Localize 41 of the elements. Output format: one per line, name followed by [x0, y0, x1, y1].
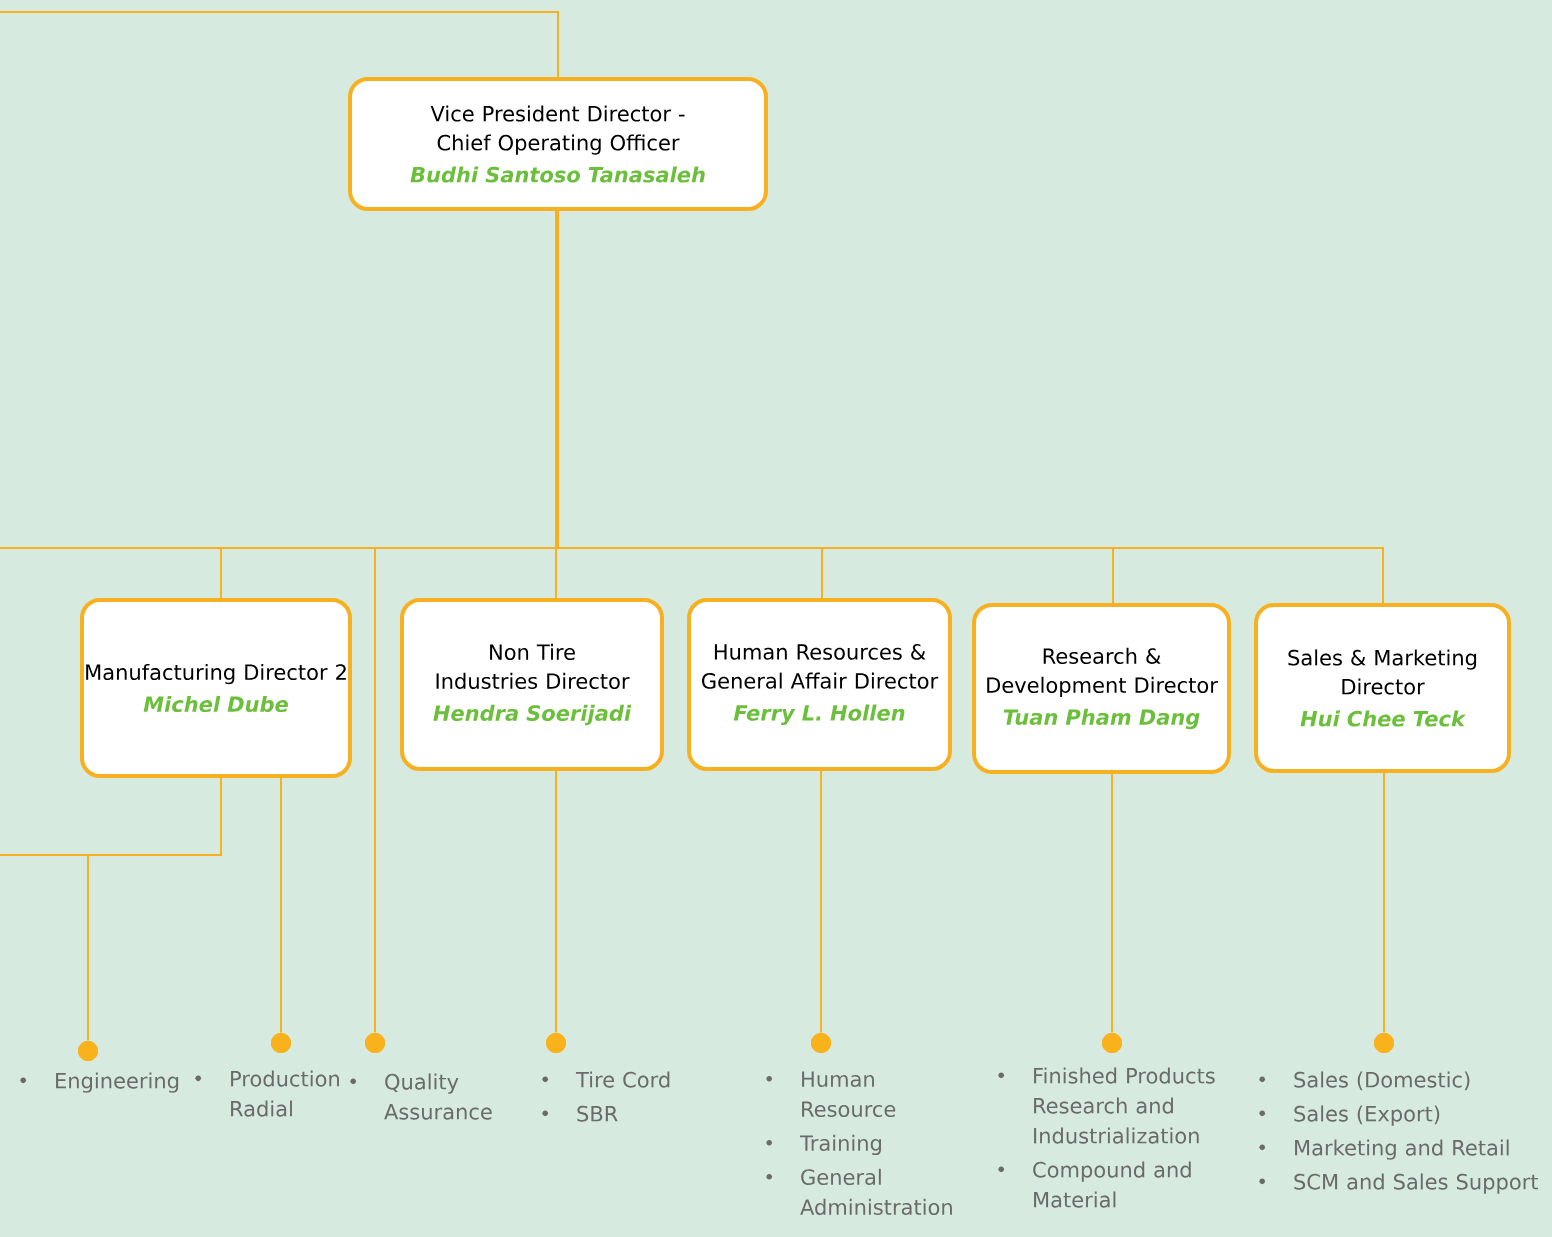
- list-item: Sales (Export): [1259, 1105, 1440, 1126]
- person-name: Tuan Pham Dang: [1003, 708, 1200, 730]
- connector-line: [820, 770, 822, 1034]
- job-title: Research & Development Director: [987, 647, 1218, 698]
- position-box: [1254, 603, 1511, 773]
- list-item: General Administration: [766, 1168, 952, 1215]
- position-box: [348, 77, 768, 211]
- list-item: Tire Cord: [542, 1071, 670, 1088]
- person-name: Hendra Soerijadi: [433, 704, 632, 726]
- connector-line: [555, 210, 1384, 604]
- connector-line: [555, 770, 557, 1034]
- connector-line: [0, 11, 559, 78]
- person-name: Ferry L. Hollen: [733, 704, 905, 726]
- list-item: Marketing and Retail: [1259, 1139, 1509, 1160]
- list-item: Engineering: [20, 1072, 179, 1093]
- list-item: Finished Products Research and Industrialization: [998, 1067, 1215, 1144]
- job-title: Vice President Director - Chief Operating Officer: [430, 105, 685, 155]
- job-title: Manufacturing Director 2: [86, 663, 346, 685]
- list-item: Human Resource: [766, 1071, 896, 1117]
- position-box: [400, 598, 664, 771]
- list-item: Production Radial: [195, 1070, 339, 1117]
- position-box: [80, 598, 352, 778]
- person-name: Hui Chee Teck: [1300, 710, 1466, 727]
- job-title: Non Tire Industries Director: [436, 643, 630, 689]
- list-item: Sales (Domestic): [1259, 1071, 1470, 1091]
- job-title: Human Resources & General Affair Director: [702, 643, 939, 689]
- position-box: [687, 598, 952, 771]
- job-title: Sales & Marketing Director: [1288, 649, 1477, 695]
- connector-line: [1111, 773, 1113, 1034]
- position-box: [972, 603, 1231, 774]
- list-item: SCM and Sales Support: [1259, 1173, 1539, 1194]
- connector-line: [1383, 772, 1385, 1034]
- list-item: SBR: [542, 1105, 618, 1122]
- person-name: Budhi Santoso Tanasaleh: [410, 166, 705, 183]
- list-item: Training: [766, 1134, 881, 1156]
- connector-line: [280, 777, 282, 1034]
- person-name: Michel Dube: [143, 695, 288, 713]
- connector-line: [0, 210, 559, 549]
- connector-line: [0, 777, 222, 856]
- list-item: Compound and Material: [998, 1161, 1191, 1208]
- list-item: Quality Assurance: [350, 1073, 492, 1120]
